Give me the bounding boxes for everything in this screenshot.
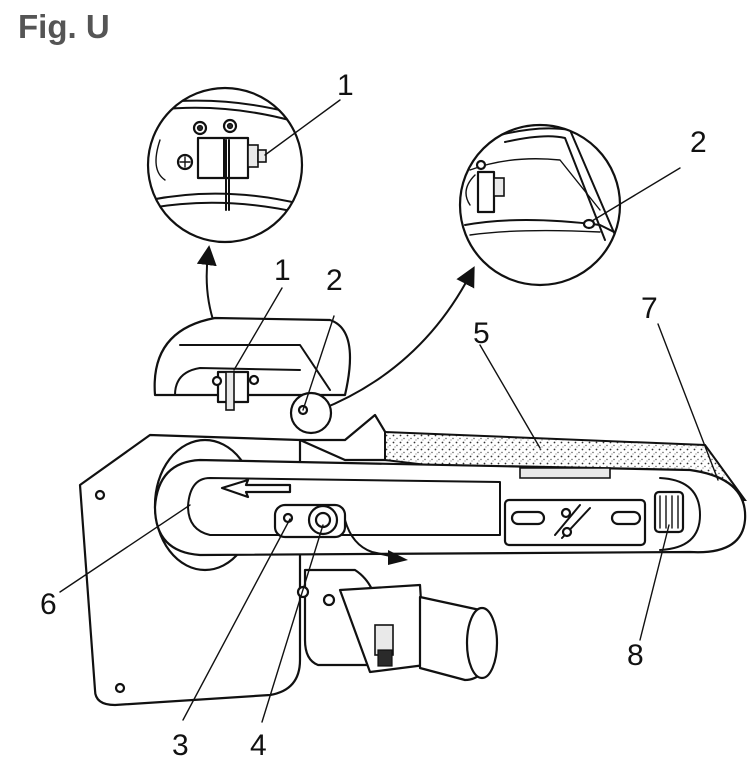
tension-knob [653,490,685,534]
callout-main-2: 2 [326,264,343,297]
rotation-arrow [344,519,396,558]
callout-detail-1: 1 [337,69,354,102]
lock-screw [282,512,294,524]
callout-main-6: 6 [40,588,57,621]
callout-labels: 1 2 1 2 3 4 5 6 7 8 [40,69,707,761]
leader-detail-1 [264,99,341,156]
callout-detail-2: 2 [690,126,707,159]
detail-screw-2 [582,218,596,230]
callout-main-7: 7 [641,292,658,325]
callout-main-8: 8 [627,639,644,672]
leader-lines [59,287,719,723]
highlight-circle [289,391,333,435]
callout-main-4: 4 [250,729,267,761]
detail-circle-right [458,123,622,287]
arrow-to-detail-right [319,266,475,411]
callout-main-5: 5 [473,317,490,350]
callout-main-1: 1 [274,254,291,287]
detail-view-right [458,123,681,287]
motor-housing [153,316,352,397]
detail-view-left [146,86,341,244]
callout-main-3: 3 [172,729,189,761]
leader-detail-2 [591,167,681,222]
figure-title: Fig. U [18,8,110,45]
belt-sander-machine [78,316,747,707]
direction-arrow-icon [220,478,292,499]
